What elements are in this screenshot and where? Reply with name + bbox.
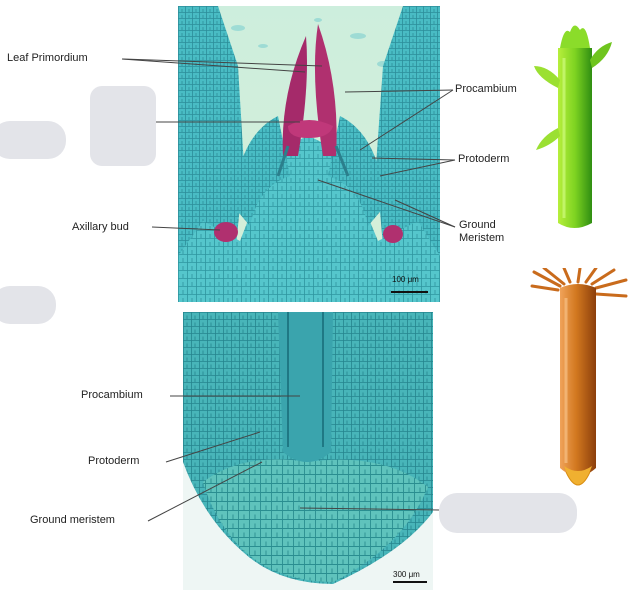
label-root-procambium: Procambium (81, 389, 143, 402)
label-shoot-procambium: Procambium (455, 83, 517, 96)
label-root-protoderm: Protoderm (88, 455, 139, 468)
label-leaf-primordium: Leaf Primordium (7, 52, 88, 65)
label-shoot-protoderm: Protoderm (458, 153, 509, 166)
label-ground-meristem-line2: Meristem (459, 232, 504, 245)
label-axillary-bud: Axillary bud (72, 221, 129, 234)
label-ground-meristem-line1: Ground (459, 219, 496, 232)
label-root-ground-meristem: Ground meristem (30, 514, 115, 527)
